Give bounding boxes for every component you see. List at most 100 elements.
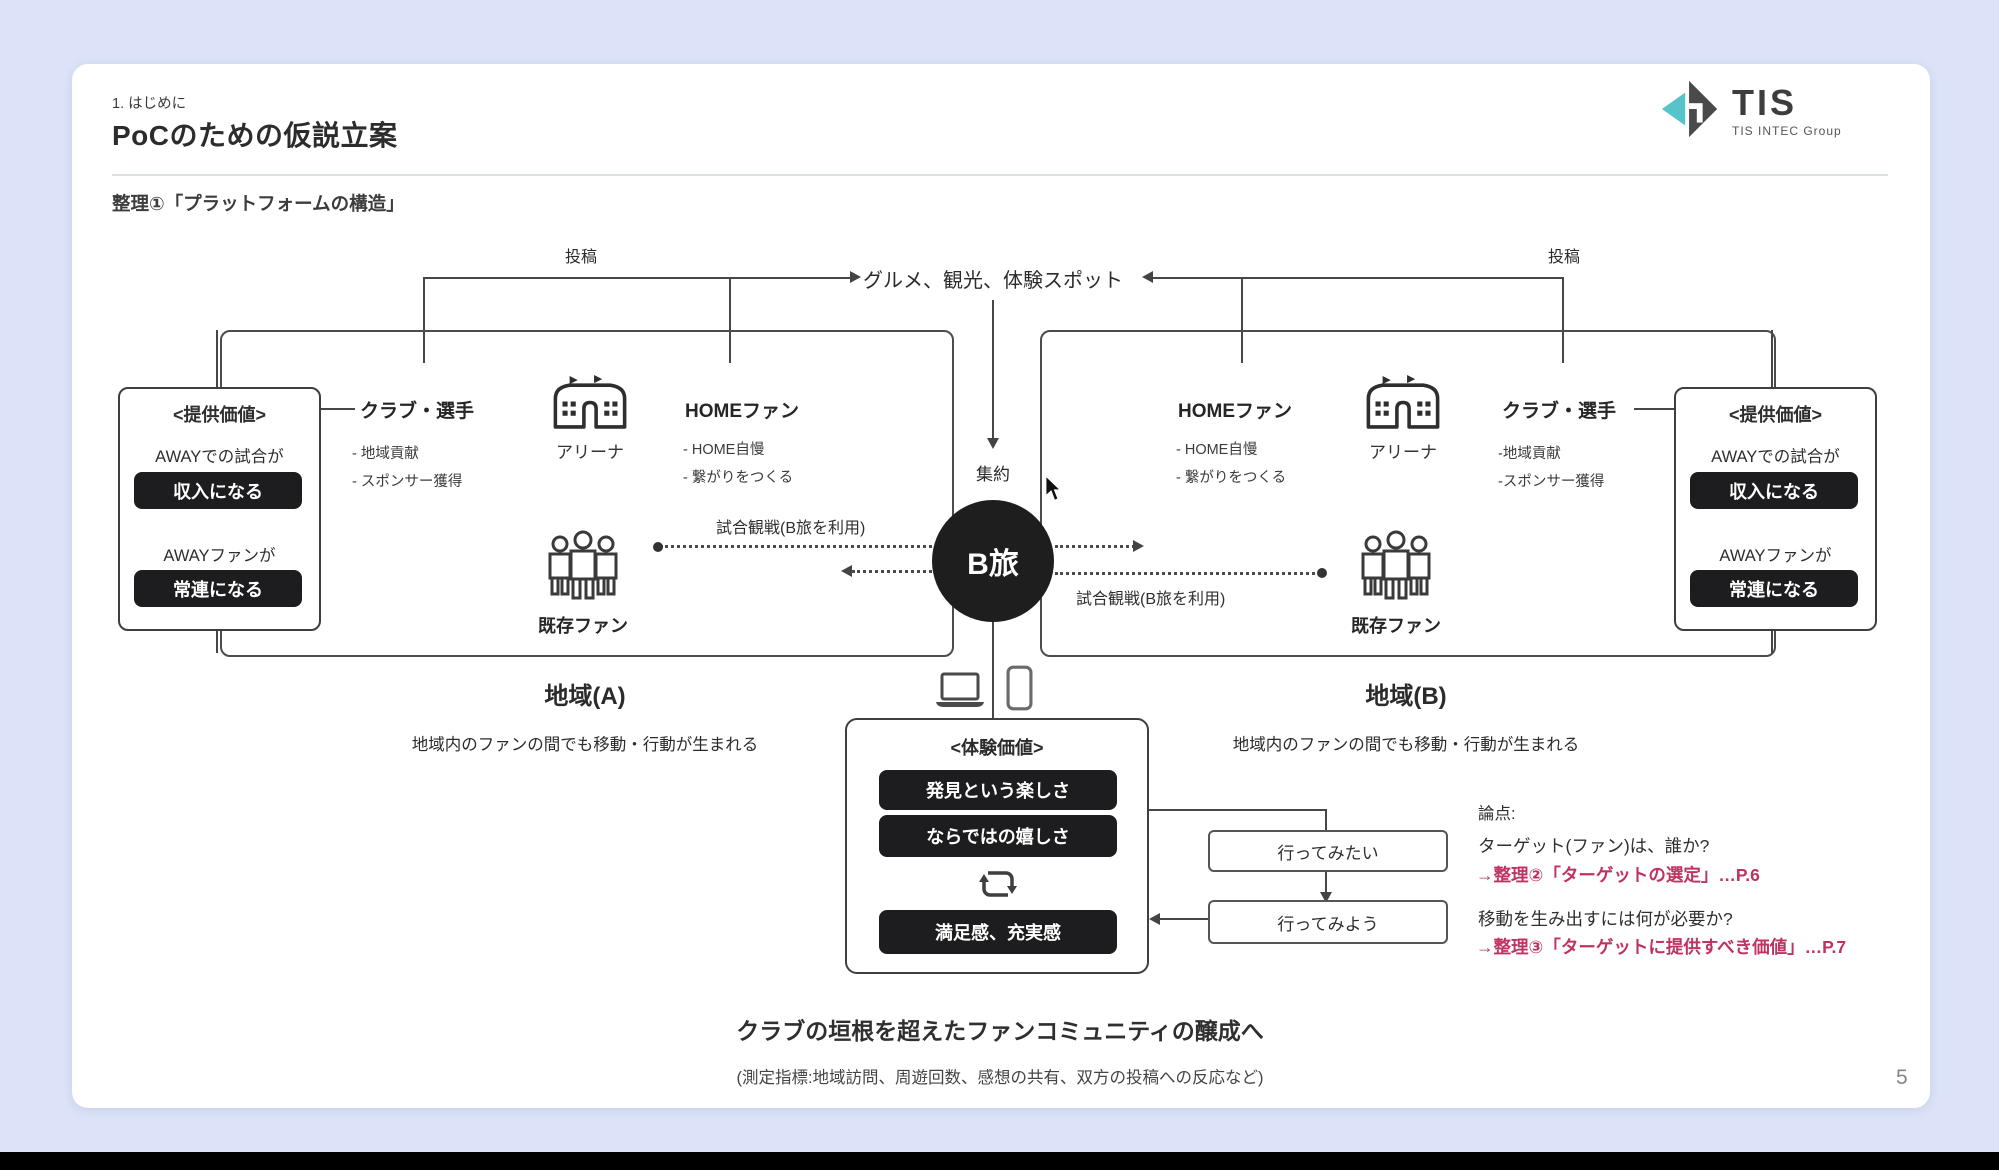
experience-title: <体験価値>	[950, 738, 1044, 758]
post-drop-left-1	[423, 277, 425, 363]
post-drop-right-2	[1562, 277, 1564, 363]
travel-dotted-right-upper	[1055, 545, 1135, 548]
travel-label-right: 試合観戦(B旅を利用)	[1076, 591, 1226, 608]
footer-title: クラブの垣根を超えたファンコミュニティの醸成へ	[736, 1018, 1264, 1044]
aggregate-label: 集約	[976, 465, 1010, 484]
section-heading: 整理①「プラットフォームの構造」	[112, 193, 405, 214]
region-a-label: 地域(A)	[544, 683, 626, 710]
travel-dotted-left-lower	[852, 570, 932, 573]
page-number: 5	[1896, 1066, 1908, 1089]
home-fan-heading: HOMEファン	[1178, 401, 1293, 422]
value-row-label: AWAYでの試合が	[155, 448, 284, 466]
value-pill: 常連になる	[1690, 570, 1858, 607]
club-bullet: - 地域貢献	[352, 446, 419, 462]
value-row-label: AWAYファンが	[163, 547, 276, 565]
value-right-club-stub	[1634, 408, 1674, 410]
footer-caption: (測定指標:地域訪問、周遊回数、感想の共有、双方の投稿への反応など)	[736, 1069, 1264, 1087]
value-left-club-stub	[317, 408, 355, 410]
arena-label: アリーナ	[556, 443, 624, 462]
home-fan-bullet: - 繋がりをつくる	[1176, 470, 1287, 486]
arena-icon	[1361, 374, 1445, 435]
club-bullet: -スポンサー獲得	[1498, 474, 1605, 490]
club-players-heading: クラブ・選手	[1502, 401, 1617, 422]
post-label-right: 投稿	[1547, 249, 1580, 266]
home-fan-bullet: - HOME自慢	[1176, 442, 1258, 458]
experience-pill: 発見という楽しさ	[879, 770, 1117, 810]
post-line-right	[1153, 277, 1564, 279]
value-right-top-stub	[1771, 330, 1773, 387]
logo-name: TIS	[1732, 82, 1798, 123]
lets-go-box: 行ってみよう	[1208, 900, 1448, 944]
dot-endpoint-icon	[653, 542, 663, 552]
experience-pill: ならではの嬉しさ	[879, 815, 1117, 857]
home-fan-heading: HOMEファン	[685, 401, 800, 422]
experience-value-box: <体験価値> 発見という楽しさ ならではの嬉しさ 満足感、充実感	[845, 718, 1149, 974]
smartphone-icon	[1006, 665, 1033, 716]
go-to-experience-line	[1160, 918, 1208, 920]
arrow-down-icon	[1320, 892, 1332, 903]
value-pill: 収入になる	[134, 472, 302, 509]
existing-fans-label: 既存ファン	[1351, 616, 1441, 636]
post-drop-right-1	[1241, 277, 1243, 363]
issue-question: 移動を生み出すには何が必要か?	[1478, 909, 1733, 929]
region-b-caption: 地域内のファンの間でも移動・行動が生まれる	[1232, 736, 1580, 754]
laptop-icon	[934, 670, 986, 715]
tis-logo: TIS TIS INTEC Group	[1660, 78, 1842, 145]
post-line-left	[423, 277, 850, 279]
want-to-go-box: 行ってみたい	[1208, 830, 1448, 872]
page-title: PoCのための仮説立案	[112, 120, 398, 151]
value-left-top-stub	[216, 330, 218, 387]
value-box-left: <提供価値> AWAYでの試合が 収入になる AWAYファンが 常連になる	[118, 387, 321, 631]
value-row-label: AWAYでの試合が	[1711, 448, 1840, 466]
travel-dotted-right-lower	[1055, 572, 1321, 575]
value-left-bottom-stub	[216, 627, 218, 653]
experience-to-want-line	[1145, 809, 1327, 811]
arena-icon	[548, 374, 632, 435]
home-fan-bullet: - 繋がりをつくる	[683, 470, 794, 486]
mouse-cursor	[1044, 474, 1064, 509]
arrow-left-icon	[1142, 271, 1153, 283]
arrow-right-icon	[850, 271, 861, 283]
arrow-down-icon	[987, 438, 999, 449]
experience-pill: 満足感、充実感	[879, 910, 1117, 954]
travel-label-left: 試合観戦(B旅を利用)	[716, 520, 866, 537]
arrow-right-icon	[1133, 540, 1144, 552]
arrow-left-icon	[1149, 913, 1160, 925]
region-a-caption: 地域内のファンの間でも移動・行動が生まれる	[411, 736, 759, 754]
existing-fans-label: 既存ファン	[538, 616, 628, 636]
value-box-title: <提供価値>	[172, 405, 267, 425]
hub-circle: B旅	[932, 500, 1054, 622]
dot-endpoint-icon	[1317, 568, 1327, 578]
club-bullet: - スポンサー獲得	[352, 474, 463, 490]
spots-label: グルメ、観光、体験スポット	[863, 270, 1123, 292]
tis-diamond-icon	[1660, 78, 1722, 145]
aggregate-line	[992, 300, 994, 438]
issue-link-target-selection[interactable]: →整理②「ターゲットの選定」…P.6	[1476, 865, 1760, 885]
value-pill: 常連になる	[134, 570, 302, 607]
bottom-black-bar	[0, 1152, 1999, 1170]
value-box-right: <提供価値> AWAYでの試合が 収入になる AWAYファンが 常連になる	[1674, 387, 1877, 631]
travel-dotted-left-upper	[660, 545, 932, 548]
loop-arrows-icon	[976, 863, 1020, 910]
club-bullet: -地域貢献	[1498, 446, 1561, 462]
existing-fans-icon	[1358, 528, 1434, 607]
post-label-left: 投稿	[564, 249, 597, 266]
value-right-bottom-stub	[1771, 627, 1773, 653]
arrow-left-icon	[841, 565, 852, 577]
slide-eyebrow: 1. はじめに	[112, 96, 187, 112]
value-pill: 収入になる	[1690, 472, 1858, 509]
home-fan-bullet: - HOME自慢	[683, 442, 765, 458]
arena-label: アリーナ	[1369, 443, 1437, 462]
existing-fans-icon	[545, 528, 621, 607]
issue-question: ターゲット(ファン)は、誰か?	[1478, 836, 1710, 856]
issues-heading: 論点:	[1478, 805, 1516, 823]
post-drop-left-2	[729, 277, 731, 363]
want-to-go-arrow-line	[1325, 868, 1327, 892]
club-players-heading: クラブ・選手	[360, 401, 475, 422]
header-divider	[112, 174, 1888, 176]
issue-link-value-to-provide[interactable]: →整理③「ターゲットに提供すべき価値」…P.7	[1476, 937, 1847, 957]
value-box-title: <提供価値>	[1728, 405, 1823, 425]
hub-to-experience-line	[992, 622, 994, 718]
experience-to-want-drop	[1325, 809, 1327, 830]
